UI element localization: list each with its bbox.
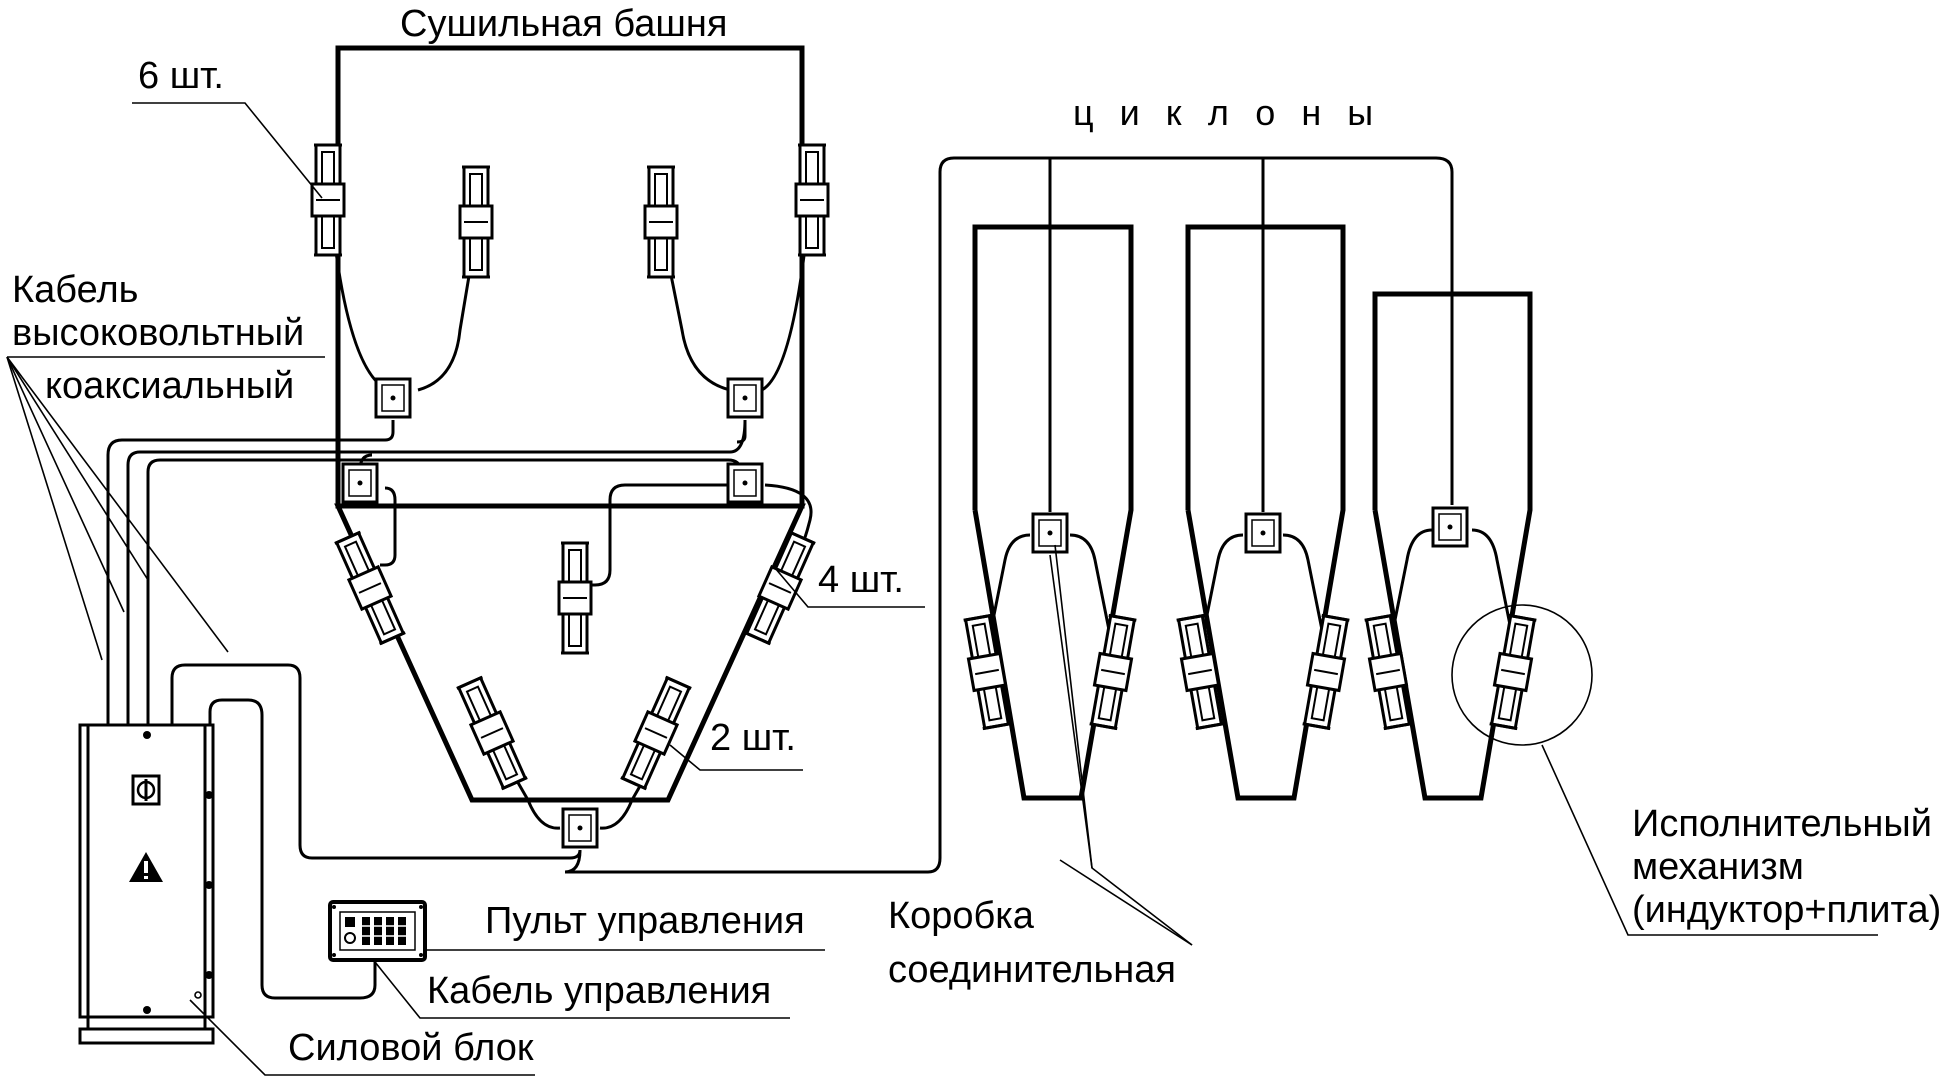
actuator-label-line1: Исполнительный xyxy=(1632,803,1932,845)
junction-box-tower-tl xyxy=(374,377,412,419)
junction-box-cyclone-2 xyxy=(1244,512,1282,554)
junction-box-cyclone-1 xyxy=(1031,512,1069,554)
cable-label-line1: Кабель xyxy=(12,269,138,311)
junction-box-tower-ml xyxy=(341,462,379,504)
junction-label-line1: Коробка xyxy=(888,895,1035,937)
actuator xyxy=(1173,613,1227,731)
junction-label-line2: соединительная xyxy=(888,949,1176,991)
count-2-label: 2 шт. xyxy=(710,717,796,759)
count-4-label: 4 шт. xyxy=(818,559,904,601)
drying-tower xyxy=(334,45,806,803)
actuator xyxy=(794,143,830,257)
actuators xyxy=(310,143,1540,792)
actuator-label-line3: (индуктор+плита) xyxy=(1632,889,1941,931)
control-panel xyxy=(328,900,427,962)
tower-body xyxy=(335,45,805,509)
actuator xyxy=(557,541,593,655)
coaxial-cables xyxy=(106,156,1514,1000)
actuator xyxy=(453,674,531,792)
tower-hopper xyxy=(334,503,806,803)
actuator xyxy=(643,165,679,279)
actuator xyxy=(960,613,1014,731)
count-6-label: 6 шт. xyxy=(138,55,224,97)
tower-label: Сушильная башня xyxy=(400,3,727,45)
leader-lines xyxy=(6,102,1878,1076)
junction-box-tower-bottom xyxy=(561,807,599,849)
actuator xyxy=(310,143,346,257)
junction-box-cyclone-3 xyxy=(1431,506,1469,548)
power-unit-label: Силовой блок xyxy=(288,1027,534,1069)
actuator xyxy=(1299,613,1353,731)
power-switch-icon xyxy=(131,774,161,806)
actuator xyxy=(1086,613,1140,731)
actuator-label-line2: механизм xyxy=(1632,846,1804,888)
power-unit xyxy=(78,723,215,1045)
actuator xyxy=(1361,613,1415,731)
labels: Сушильная башня циклоны 6 шт. 4 шт. 2 шт… xyxy=(12,3,1941,1069)
junction-box-tower-tr xyxy=(726,377,764,419)
control-panel-label: Пульт управления xyxy=(485,900,805,942)
cyclone-3 xyxy=(1372,291,1533,801)
actuator xyxy=(1486,613,1540,731)
cable-label-line3: коаксиальный xyxy=(45,365,294,407)
control-cable-label: Кабель управления xyxy=(427,970,771,1012)
junction-box-tower-mr xyxy=(726,462,764,504)
actuator xyxy=(458,165,494,279)
warning-triangle-icon xyxy=(129,852,163,882)
cable-label-line2: высоковольтный xyxy=(12,312,304,354)
actuator-callout-circle xyxy=(1451,604,1593,746)
cyclones-label: циклоны xyxy=(1073,92,1399,133)
cyclone-2 xyxy=(1185,224,1346,801)
cyclone-1 xyxy=(972,224,1134,801)
